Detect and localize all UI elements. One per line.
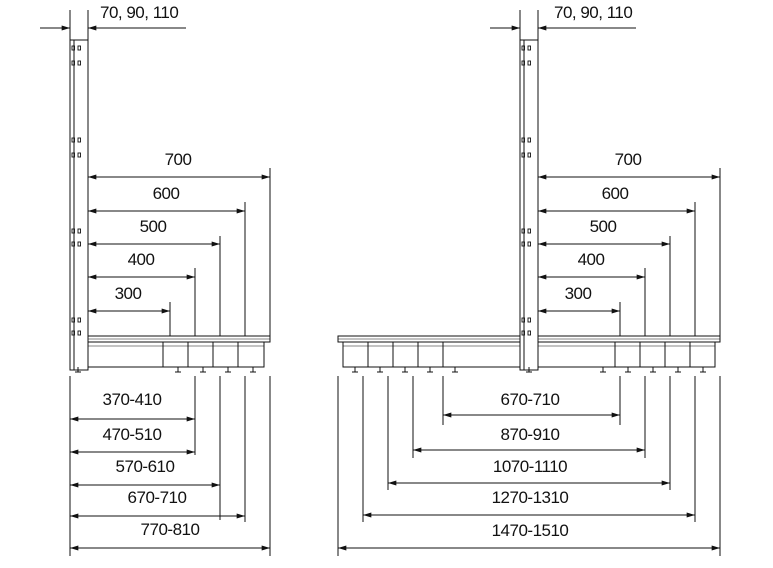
left-range-4-label: 670-710 bbox=[128, 488, 187, 507]
right-upright-post bbox=[519, 39, 539, 371]
right-range-4-label: 1270-1310 bbox=[492, 488, 569, 507]
left-feet bbox=[75, 367, 256, 373]
right-post-slots bbox=[521, 45, 531, 336]
right-depth-500-label: 500 bbox=[590, 217, 617, 236]
right-base-plinth-right-side bbox=[537, 341, 716, 368]
left-unit bbox=[40, 10, 271, 556]
right-labels: 70, 90, 110 700 600 500 400 300 670-710 … bbox=[492, 3, 642, 540]
left-depth-300-label: 300 bbox=[115, 284, 142, 303]
left-post-slots bbox=[71, 45, 81, 336]
left-post-width-label: 70, 90, 110 bbox=[100, 3, 178, 22]
right-depth-300-label: 300 bbox=[565, 284, 592, 303]
left-base-plinth bbox=[87, 341, 265, 368]
right-range-2-label: 870-910 bbox=[501, 425, 560, 444]
left-range-3-label: 570-610 bbox=[116, 457, 175, 476]
left-labels: 70, 90, 110 700 600 500 400 300 370-410 … bbox=[100, 3, 200, 539]
left-depth-500-label: 500 bbox=[140, 217, 167, 236]
right-unit bbox=[337, 10, 721, 556]
left-range-5-label: 770-810 bbox=[141, 520, 200, 539]
right-range-3-label: 1070-1110 bbox=[493, 457, 567, 476]
right-depth-400-label: 400 bbox=[578, 250, 605, 269]
left-range-2-label: 470-510 bbox=[103, 425, 162, 444]
left-upright-post bbox=[69, 39, 89, 371]
left-range-1-label: 370-410 bbox=[103, 390, 162, 409]
left-depth-700-label: 700 bbox=[165, 150, 192, 169]
right-feet bbox=[352, 367, 706, 373]
right-post-width-label: 70, 90, 110 bbox=[554, 3, 632, 22]
right-range-1-label: 670-710 bbox=[501, 390, 560, 409]
left-depth-600-label: 600 bbox=[153, 184, 180, 203]
right-range-5-label: 1470-1510 bbox=[492, 521, 569, 540]
right-depth-700-label: 700 bbox=[615, 150, 642, 169]
right-depth-600-label: 600 bbox=[602, 184, 629, 203]
right-base-plinth-left-side bbox=[342, 341, 521, 368]
left-depth-400-label: 400 bbox=[128, 250, 155, 269]
